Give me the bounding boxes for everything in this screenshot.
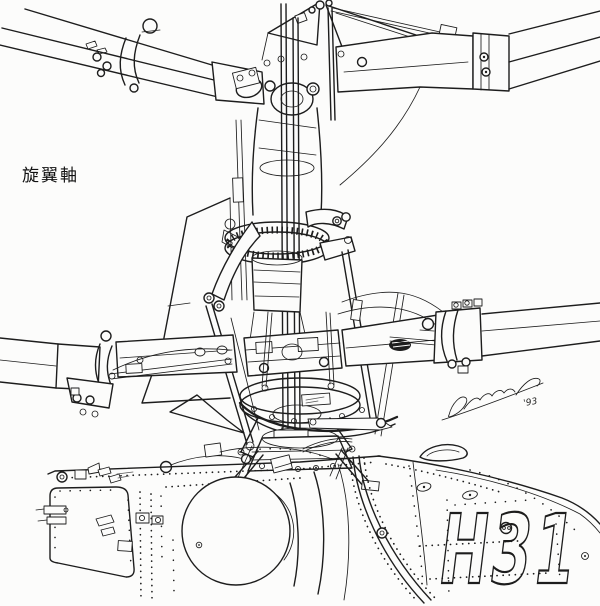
fuselage-marking: H31 (433, 493, 586, 606)
tie-down-rings (376, 482, 589, 560)
panel-latches (35, 505, 164, 552)
hub-tie-bars (261, 0, 459, 79)
dome-fairing (181, 445, 350, 601)
fuselage-spine (47, 455, 381, 475)
lower-rotor (0, 291, 600, 418)
signature-year: '93 (523, 397, 539, 409)
stencil-plate (301, 392, 331, 407)
access-panel (49, 486, 135, 578)
left-pitch-rod (221, 119, 248, 301)
lower-left-blade (0, 330, 238, 418)
mid-swashplate (203, 208, 356, 341)
lower-right-blade (337, 291, 600, 374)
fuselage: H31 (35, 443, 600, 606)
panel-seams (349, 455, 437, 604)
artist-signature: '93 (441, 377, 544, 421)
scoop-vent (419, 443, 468, 462)
upper-rotor (0, 0, 600, 186)
fuselage-marking-text: H31 (434, 494, 585, 606)
rotor-shaft-label: 旋翼軸 (22, 166, 79, 186)
roof-fittings (56, 462, 134, 484)
rivet-lines-right (419, 469, 576, 599)
upper-right-blade (335, 10, 600, 186)
